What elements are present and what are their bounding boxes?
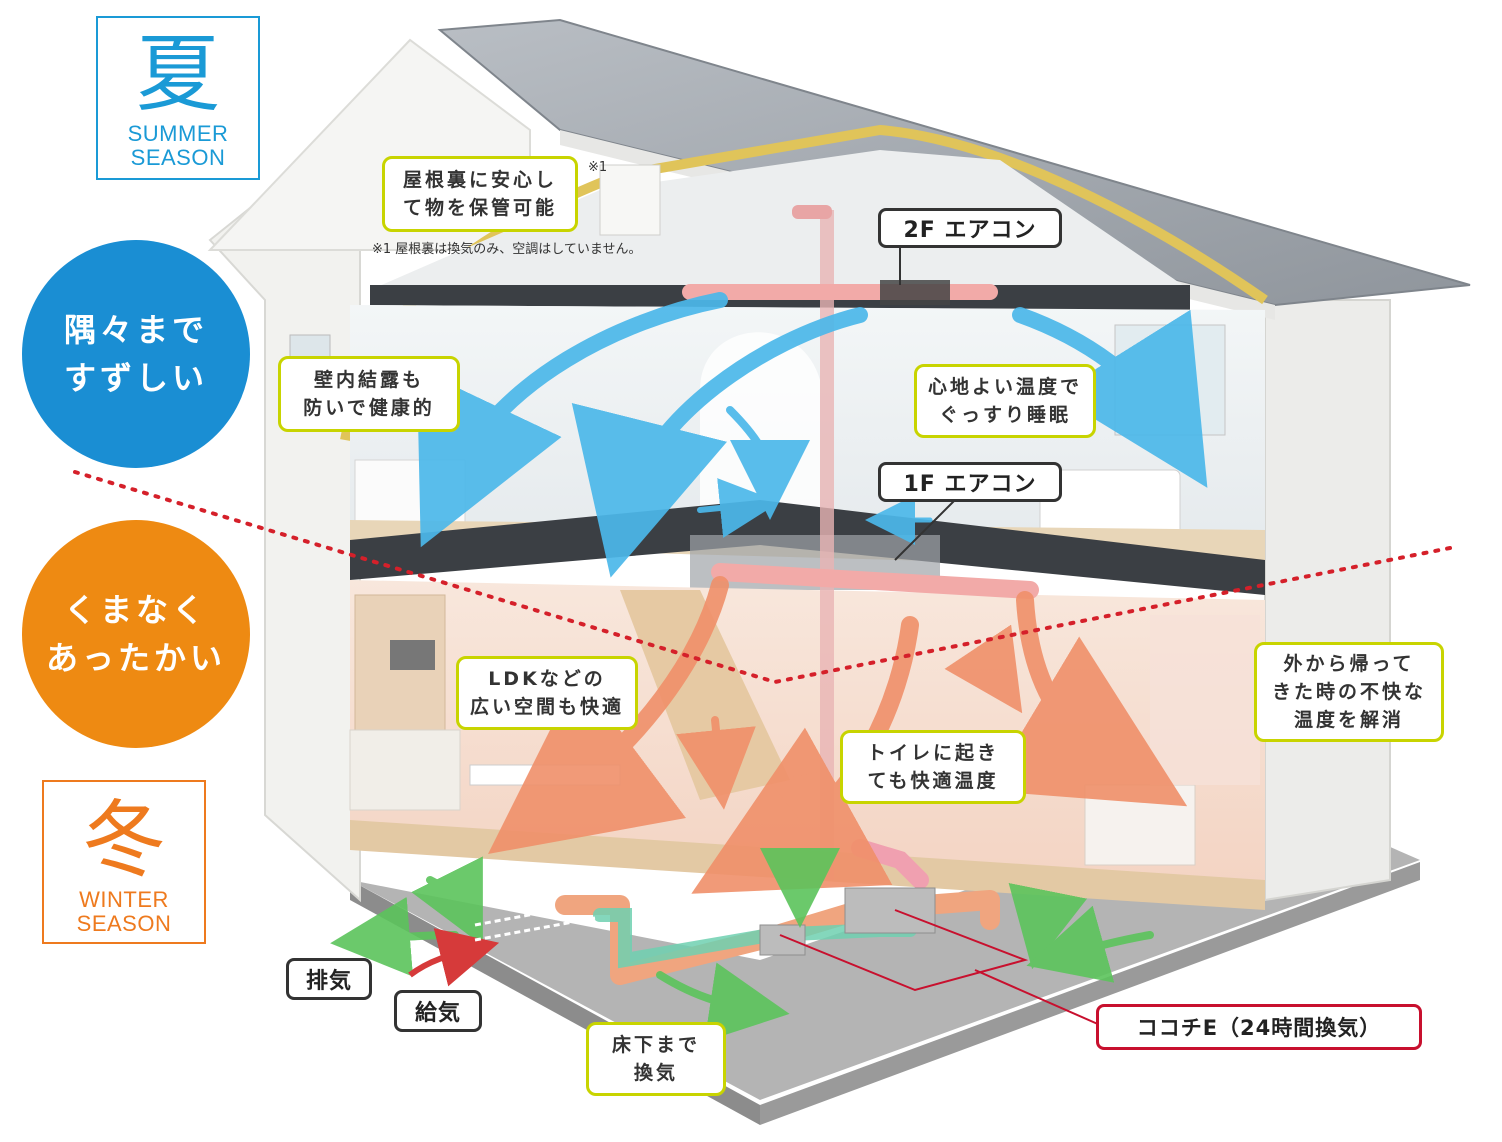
callout-wall-line2: 防いで健康的 — [303, 397, 435, 419]
attic-footnote-marker: ※1 — [588, 160, 608, 175]
winter-kanji: 冬 — [81, 791, 166, 889]
warm-claim-line1: くまなく — [63, 591, 208, 629]
callout-attic-storage: 屋根裏に安心し て物を保管可能 — [382, 156, 578, 232]
label-1f-aircon: 1F エアコン — [878, 462, 1062, 502]
callout-ldk-line2: 広い空間も快適 — [469, 696, 624, 718]
callout-sleep-line1: 心地よい温度で — [927, 376, 1082, 398]
callout-toilet: トイレに起き ても快適温度 — [840, 730, 1026, 804]
winter-label-line2: SEASON — [76, 911, 172, 936]
callout-sleep-line2: ぐっすり睡眠 — [938, 404, 1071, 426]
callout-outside-line2: きた時の不快な — [1271, 681, 1426, 703]
winter-label-line1: WINTER — [79, 887, 169, 912]
callout-ldk: LDKなどの 広い空間も快適 — [456, 656, 638, 730]
warm-claim-circle: くまなく あったかい — [22, 520, 250, 748]
exterior-wall-right — [1264, 299, 1391, 902]
callout-attic-line2: て物を保管可能 — [402, 197, 557, 219]
summer-kanji: 夏 — [135, 25, 220, 123]
callout-ldk-line1: LDKなどの — [488, 668, 606, 690]
wall-tiles — [1150, 615, 1260, 785]
attic-shelf — [599, 164, 661, 236]
callout-underfloor-line1: 床下まで — [611, 1034, 700, 1056]
callout-wall-line1: 壁内結露も — [313, 369, 424, 391]
warm-claim-line2: あったかい — [45, 639, 226, 677]
summer-label-line2: SEASON — [130, 145, 226, 170]
callout-outside-line3: 温度を解消 — [1293, 709, 1404, 731]
callout-wall-condensation: 壁内結露も 防いで健康的 — [278, 356, 460, 432]
cool-claim-circle: 隅々まで すずしい — [22, 240, 250, 468]
callout-underfloor: 床下まで 換気 — [586, 1022, 726, 1096]
kokochi-e-junction — [759, 924, 806, 956]
vertical-duct — [820, 210, 834, 880]
callout-outside-return: 外から帰って きた時の不快な 温度を解消 — [1254, 642, 1444, 742]
ac-unit-2f — [880, 280, 950, 305]
system-connector — [779, 909, 1101, 1026]
label-kokochi-e-system: ココチE（24時間換気） — [1096, 1004, 1422, 1050]
washbasin — [1084, 784, 1196, 866]
callout-outside-line1: 外から帰って — [1283, 653, 1415, 675]
cool-claim-line2: すずしい — [63, 359, 208, 397]
callout-sleep: 心地よい温度で ぐっすり睡眠 — [914, 364, 1096, 438]
winter-season-badge: 冬 WINTER SEASON — [42, 780, 206, 944]
callout-toilet-line2: ても快適温度 — [867, 770, 999, 792]
callout-underfloor-line2: 換気 — [633, 1062, 678, 1084]
kitchen-counter — [349, 729, 461, 811]
duct-1f — [711, 563, 1039, 599]
summer-label-line1: SUMMER — [127, 121, 229, 146]
season-divider — [73, 470, 1452, 685]
label-supply: 給気 — [394, 990, 482, 1032]
attic-footnote: ※1 屋根裏は換気のみ、空調はしていません。 — [372, 242, 642, 257]
kokochi-e-unit — [844, 887, 936, 934]
microwave — [390, 640, 435, 670]
underfloor-ducts — [555, 839, 1000, 985]
cool-air-arrows — [417, 292, 1208, 578]
attic-space — [370, 150, 1190, 290]
supply-arrow — [408, 928, 500, 987]
callout-toilet-line1: トイレに起き — [866, 742, 999, 764]
callout-attic-line1: 屋根裏に安心し — [402, 169, 557, 191]
cool-claim-line1: 隅々まで — [63, 311, 208, 349]
label-exhaust: 排気 — [286, 958, 372, 1000]
summer-season-badge: 夏 SUMMER SEASON — [96, 16, 260, 180]
label-2f-aircon: 2F エアコン — [878, 208, 1062, 248]
